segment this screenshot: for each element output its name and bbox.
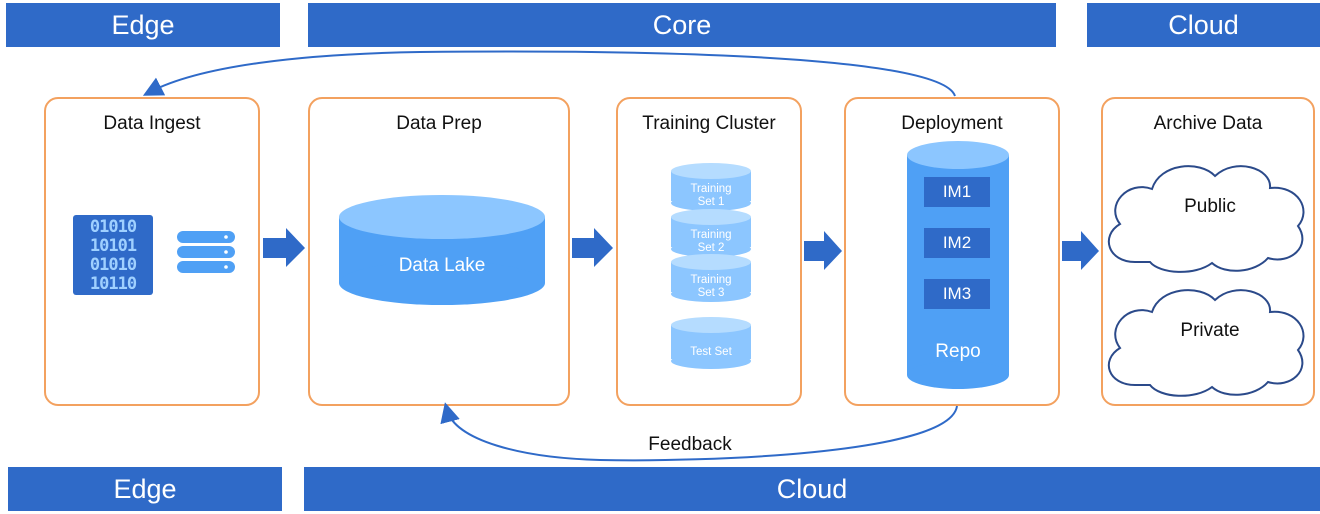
band-label: Core xyxy=(652,9,712,40)
model-im2: IM2 xyxy=(924,228,990,258)
stage-title: Training Cluster xyxy=(642,113,776,134)
data-lake-label: Data Lake xyxy=(398,255,486,276)
band-label: Edge xyxy=(113,473,177,504)
stage-data-ingest: Data Ingest 01010 10101 01010 10110 xyxy=(44,97,260,406)
stage-title: Data Prep xyxy=(396,113,482,134)
private-cloud-label: Private xyxy=(1180,320,1240,341)
repo-label: Repo xyxy=(935,341,981,362)
feedback-arrow xyxy=(440,402,958,462)
training-set-label: Training Set 3 xyxy=(690,274,732,299)
binary-row: 10110 xyxy=(89,274,137,294)
feedback-label: Feedback xyxy=(648,434,732,455)
band-bottom-edge: Edge xyxy=(8,467,282,511)
stage-data-prep: Data Prep Data Lake xyxy=(308,97,570,406)
stage-title: Archive Data xyxy=(1153,113,1263,134)
band-top-edge: Edge xyxy=(6,3,280,47)
public-cloud-label: Public xyxy=(1184,196,1236,217)
binary-row: 10101 xyxy=(89,236,137,256)
band-top-cloud: Cloud xyxy=(1087,3,1320,47)
training-set-label: Training Set 1 xyxy=(690,183,732,208)
stage-title: Data Ingest xyxy=(103,113,201,134)
training-set-cylinder: Training Set 3 xyxy=(671,254,751,304)
stage-training-cluster: Training Cluster Training Set 1 Training… xyxy=(616,97,802,406)
repo-cylinder: Repo xyxy=(907,141,1009,391)
training-set-cylinder: Training Set 1 xyxy=(671,163,751,213)
binary-data-icon: 01010 10101 01010 10110 xyxy=(73,215,153,295)
test-set-cylinder: Test Set xyxy=(671,317,751,371)
loop-arrow-top xyxy=(142,50,956,97)
model-im1: IM1 xyxy=(924,177,990,207)
band-top-core: Core xyxy=(308,3,1056,47)
binary-row: 01010 xyxy=(89,255,137,275)
arrow-training-to-deployment xyxy=(804,231,842,270)
arrow-deployment-to-archive xyxy=(1062,231,1099,270)
arrow-prep-to-training xyxy=(572,228,613,267)
database-icon xyxy=(177,231,235,273)
arrow-ingest-to-prep xyxy=(263,228,305,267)
binary-row: 01010 xyxy=(89,217,137,237)
model-im3: IM3 xyxy=(924,279,990,309)
training-set-cylinder: Training Set 2 xyxy=(671,209,751,259)
public-cloud-shape xyxy=(1108,165,1305,273)
private-cloud-shape xyxy=(1108,289,1305,397)
band-bottom-cloud: Cloud xyxy=(304,467,1320,511)
band-label: Edge xyxy=(111,9,175,40)
band-label: Cloud xyxy=(1168,9,1239,40)
data-lake-cylinder: Data Lake xyxy=(339,195,545,307)
band-label: Cloud xyxy=(776,473,848,504)
test-set-label: Test Set xyxy=(690,346,732,358)
training-set-label: Training Set 2 xyxy=(690,229,732,254)
stage-title: Deployment xyxy=(901,113,1003,134)
